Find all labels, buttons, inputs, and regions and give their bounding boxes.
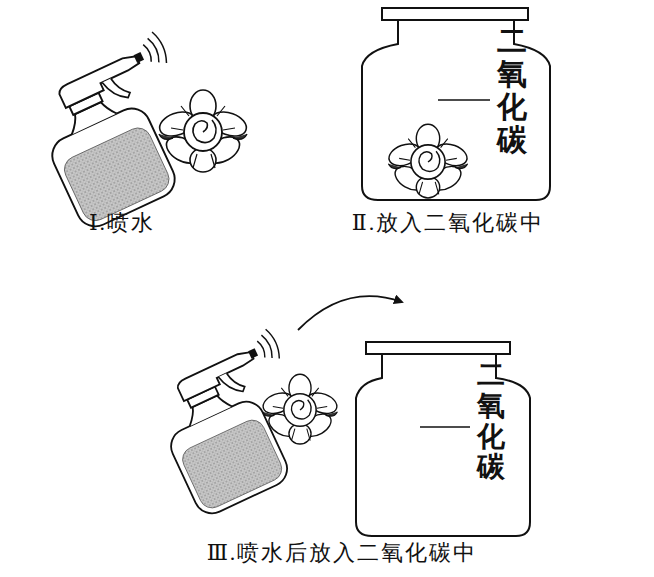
gas-label: 二氧化碳 [477, 360, 505, 483]
caption-label: Ⅲ.喷水后放入二氧化碳中 [207, 538, 478, 568]
flower [260, 374, 339, 444]
leader-line [420, 426, 470, 428]
flower [386, 124, 470, 198]
flower [156, 90, 249, 172]
leader-line [438, 99, 490, 101]
gas-jar [356, 342, 530, 536]
gas-jar [362, 8, 550, 200]
gas-label: 二氧化碳 [497, 24, 527, 156]
caption-label: Ⅱ.放入二氧化碳中 [352, 208, 544, 238]
move-arrow [298, 296, 402, 330]
caption-label: Ⅰ.喷水 [89, 208, 155, 238]
